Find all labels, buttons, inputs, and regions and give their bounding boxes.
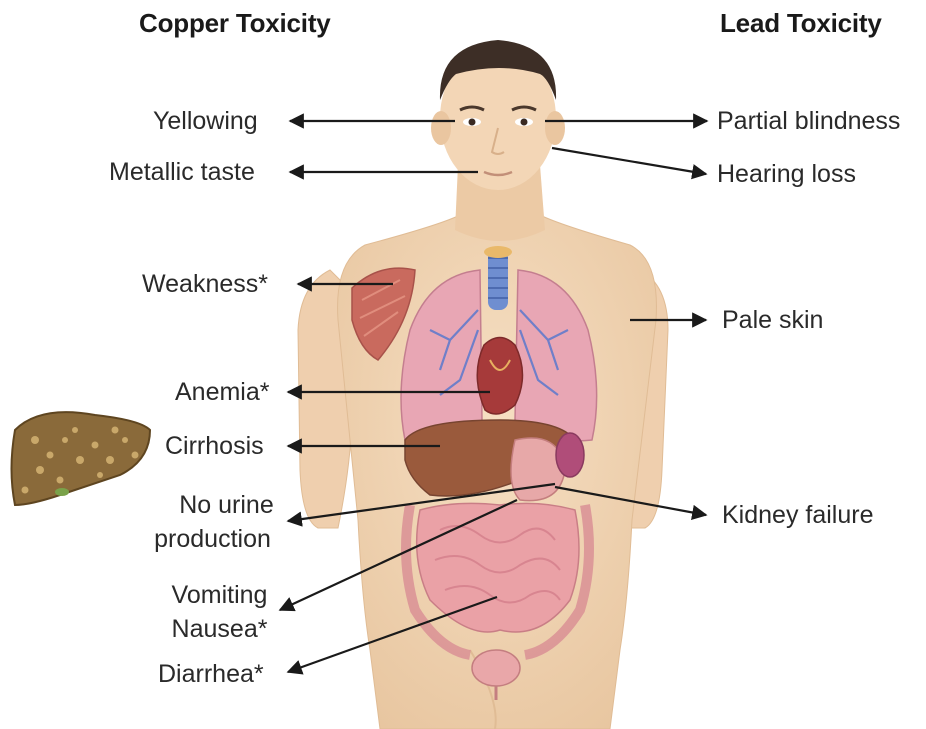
- arrow-hearing-loss: [552, 148, 706, 174]
- lead-toxicity-header: Lead Toxicity: [720, 8, 882, 39]
- label-metallic-taste: Metallic taste: [109, 157, 255, 187]
- label-partial-blindness: Partial blindness: [717, 106, 900, 136]
- copper-toxicity-header: Copper Toxicity: [139, 8, 331, 39]
- label-no-urine-line2: production: [145, 524, 280, 554]
- label-cirrhosis: Cirrhosis: [165, 431, 264, 461]
- heart: [477, 338, 522, 415]
- trachea: [484, 246, 512, 310]
- label-kidney-failure: Kidney failure: [722, 500, 873, 530]
- kidney: [556, 433, 584, 477]
- label-nausea: Nausea*: [162, 614, 277, 644]
- label-anemia: Anemia*: [175, 377, 270, 407]
- cirrhotic-liver-image: [12, 412, 151, 505]
- label-hearing-loss: Hearing loss: [717, 159, 856, 189]
- label-diarrhea: Diarrhea*: [158, 659, 264, 689]
- label-weakness: Weakness*: [142, 269, 268, 299]
- label-pale-skin: Pale skin: [722, 305, 823, 335]
- label-yellowing: Yellowing: [153, 106, 258, 136]
- label-vomiting: Vomiting: [162, 580, 277, 610]
- label-no-urine-line1: No urine: [164, 490, 289, 520]
